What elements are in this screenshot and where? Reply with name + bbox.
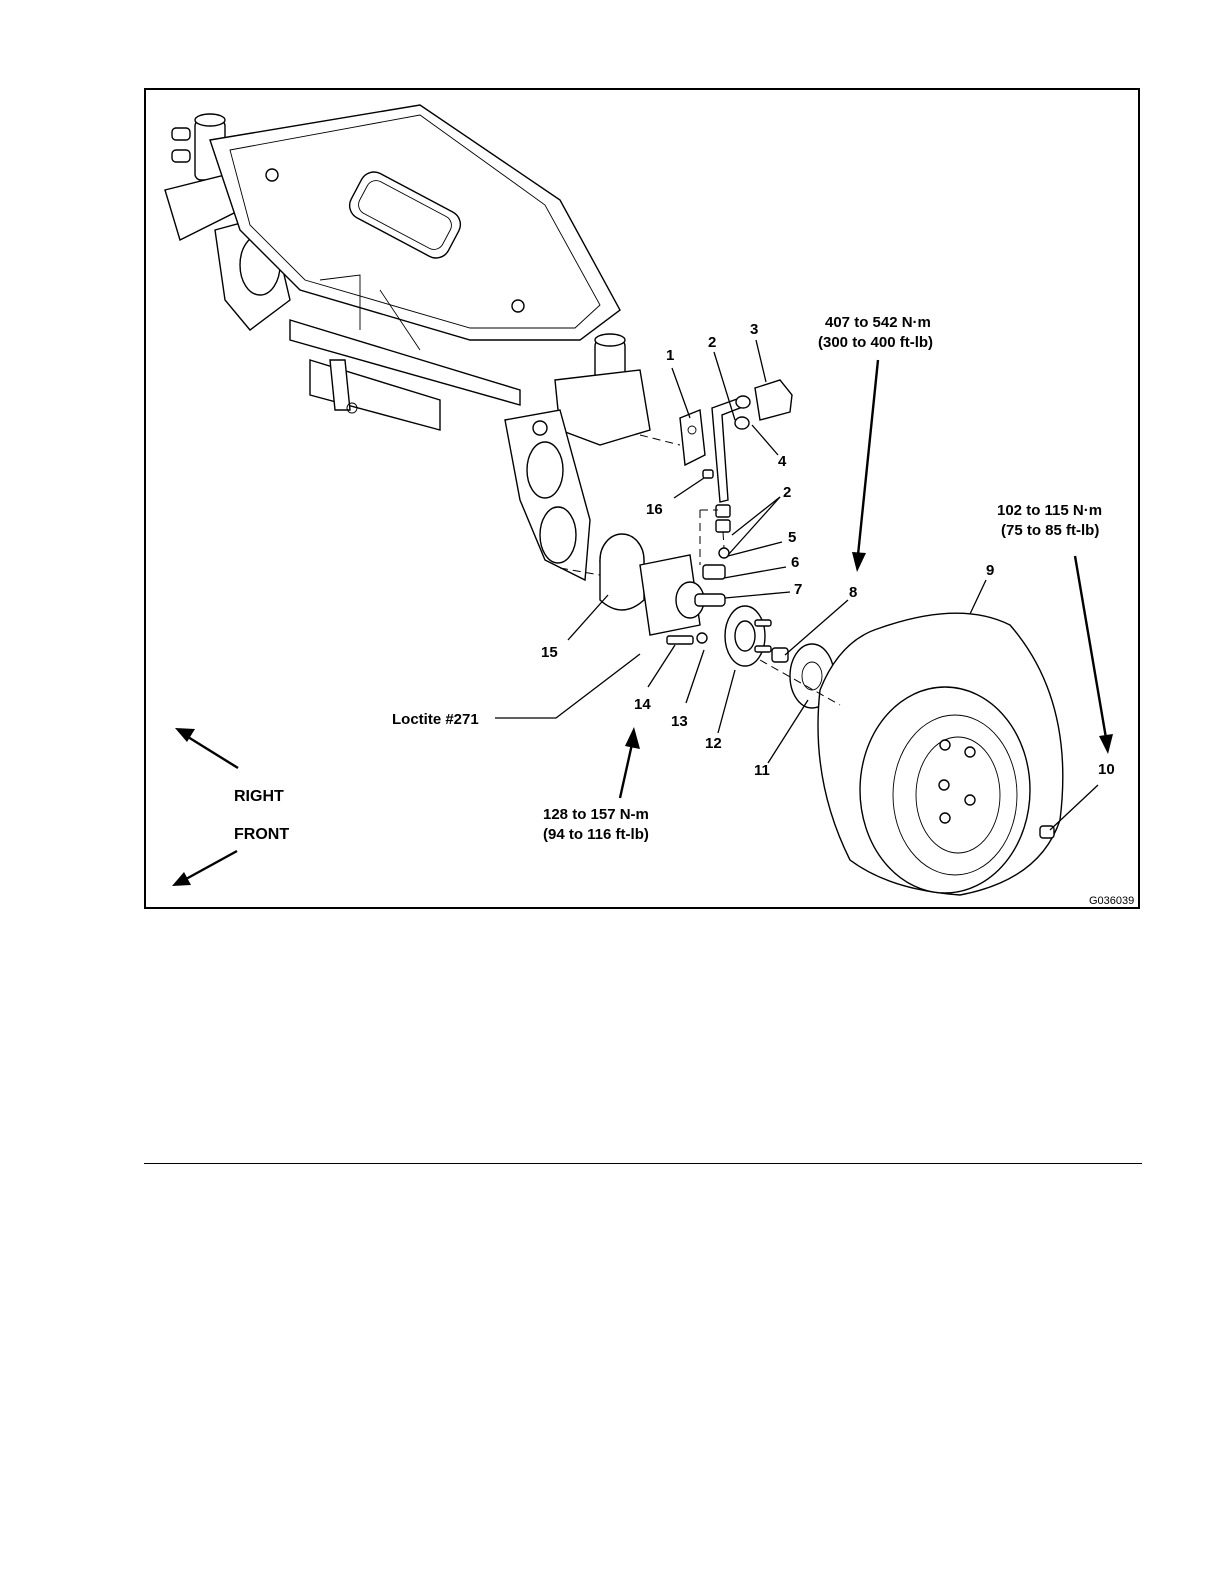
torque-nut-10-imperial: (75 to 85 ft-lb) bbox=[1001, 522, 1099, 539]
part-1-bracket bbox=[680, 410, 705, 465]
part-5-o-ring bbox=[719, 548, 729, 558]
callout-11: 11 bbox=[754, 762, 770, 779]
callout-4: 4 bbox=[778, 453, 787, 470]
direction-arrows bbox=[172, 728, 238, 886]
part-9-tire-wheel bbox=[818, 613, 1063, 895]
callout-10: 10 bbox=[1098, 761, 1115, 778]
callout-3: 3 bbox=[750, 321, 758, 338]
part-4-o-ring bbox=[736, 396, 750, 408]
callout-16: 16 bbox=[646, 501, 663, 518]
callout-15: 15 bbox=[541, 644, 558, 661]
callout-14: 14 bbox=[634, 696, 651, 713]
part-2-hydraulic-tube bbox=[712, 398, 745, 502]
direction-front-label: FRONT bbox=[234, 826, 289, 843]
callout-2-lower: 2 bbox=[783, 484, 791, 501]
torque-nut-10-metric: 102 to 115 N·m bbox=[997, 502, 1102, 519]
axle-frame-assembly bbox=[165, 105, 650, 580]
callout-12: 12 bbox=[705, 735, 722, 752]
callout-5: 5 bbox=[788, 529, 796, 546]
part-16-screw bbox=[703, 470, 713, 478]
torque-bolt-14-imperial: (94 to 116 ft-lb) bbox=[543, 826, 649, 843]
loctite-label: Loctite #271 bbox=[392, 711, 479, 728]
part-15-wheel-motor bbox=[600, 534, 725, 635]
part-12-wheel-hub bbox=[725, 606, 771, 666]
callout-13: 13 bbox=[671, 713, 688, 730]
part-6-fitting bbox=[703, 565, 725, 579]
callout-2: 2 bbox=[708, 334, 716, 351]
torque-nut-8-imperial: (300 to 400 ft-lb) bbox=[818, 334, 933, 351]
callout-8: 8 bbox=[849, 584, 857, 601]
part-14-bolt bbox=[667, 636, 693, 644]
part-13-washer bbox=[697, 633, 707, 643]
figure-code: G036039 bbox=[1089, 895, 1134, 907]
torque-nut-8-metric: 407 to 542 N·m bbox=[825, 314, 931, 331]
section-divider bbox=[144, 1163, 1142, 1164]
part-3-fitting bbox=[755, 380, 792, 420]
callout-1: 1 bbox=[666, 347, 674, 364]
callout-7: 7 bbox=[794, 581, 802, 598]
callout-9: 9 bbox=[986, 562, 994, 579]
direction-right-label: RIGHT bbox=[234, 788, 284, 805]
callout-6: 6 bbox=[791, 554, 799, 571]
torque-bolt-14-metric: 128 to 157 N-m bbox=[543, 806, 649, 823]
